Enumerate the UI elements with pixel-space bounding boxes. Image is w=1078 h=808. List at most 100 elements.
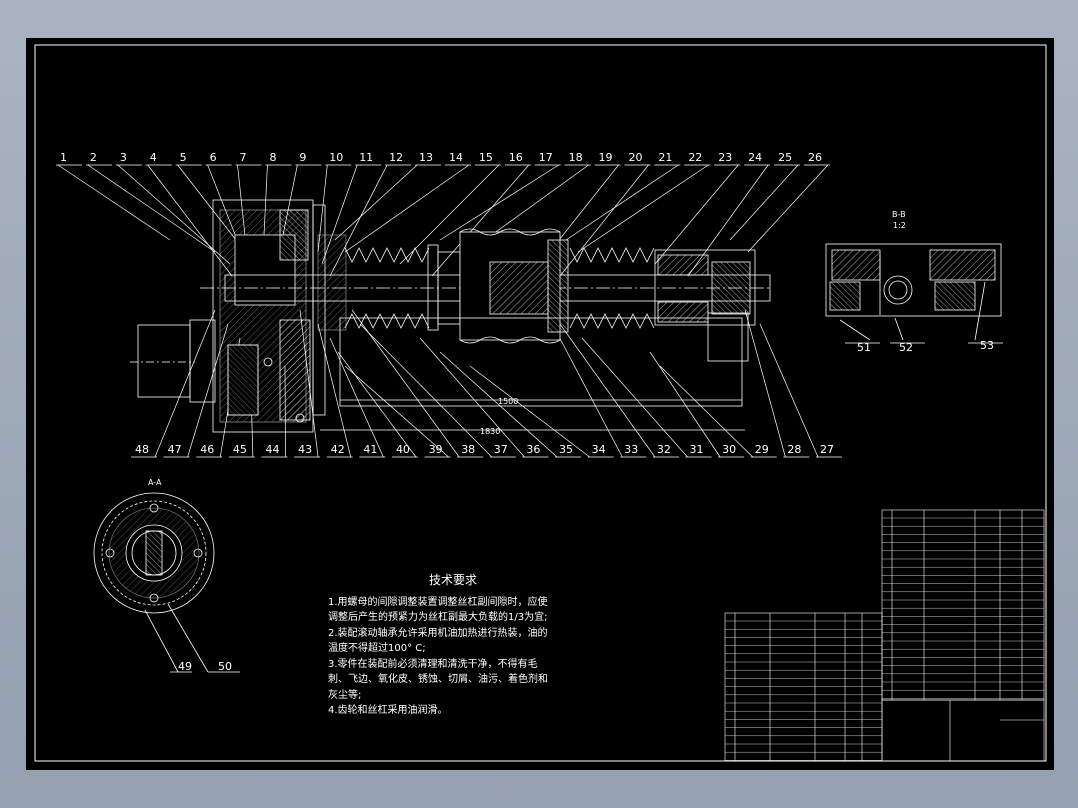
part-label-29: 29 bbox=[755, 443, 769, 456]
tech-item: 刺、飞边、氧化皮、锈蚀、切屑、油污、着色剂和 bbox=[328, 674, 548, 685]
part-label-39: 39 bbox=[429, 443, 443, 456]
leader-line bbox=[317, 323, 352, 458]
leader-line bbox=[337, 351, 417, 458]
part-label-40: 40 bbox=[396, 443, 410, 456]
part-label-30: 30 bbox=[722, 443, 736, 456]
part-label-8: 8 bbox=[269, 151, 276, 164]
part-label-31: 31 bbox=[690, 443, 704, 456]
leader-line bbox=[344, 365, 449, 458]
leader-line bbox=[419, 337, 525, 458]
part-label-7: 7 bbox=[240, 151, 247, 164]
leader-line bbox=[359, 323, 493, 458]
tech-item: 温度不得超过100° C; bbox=[328, 643, 426, 654]
part-label-20: 20 bbox=[628, 151, 642, 164]
leader-line bbox=[147, 164, 233, 277]
tech-item: 1.用螺母的间隙调整装置调整丝杠副间隙时，应使 bbox=[328, 596, 548, 608]
leader-line bbox=[87, 164, 216, 253]
leader-line bbox=[57, 164, 171, 241]
part-label-18: 18 bbox=[569, 151, 583, 164]
leader-line bbox=[469, 365, 590, 458]
leader-line bbox=[439, 351, 558, 458]
leader-line bbox=[154, 309, 216, 458]
part-label-24: 24 bbox=[748, 151, 762, 164]
drawing-frame bbox=[34, 44, 1047, 762]
part-label-28: 28 bbox=[787, 443, 801, 456]
part-label-46: 46 bbox=[200, 443, 214, 456]
part-label-25: 25 bbox=[778, 151, 792, 164]
part-label-51: 51 bbox=[857, 341, 871, 354]
part-label-15: 15 bbox=[479, 151, 493, 164]
part-label-52: 52 bbox=[899, 341, 913, 354]
leader-line bbox=[344, 164, 470, 253]
leader-line bbox=[659, 365, 754, 458]
part-label-11: 11 bbox=[359, 151, 373, 164]
part-label-14: 14 bbox=[449, 151, 463, 164]
part-label-53: 53 bbox=[980, 339, 994, 352]
tech-item: 调整后产生的预紧力为丝杠副最大负载的1/3为宜; bbox=[328, 612, 548, 623]
part-label-3: 3 bbox=[120, 151, 127, 164]
leader-line bbox=[747, 164, 829, 253]
part-label-9: 9 bbox=[299, 151, 306, 164]
part-label-32: 32 bbox=[657, 443, 671, 456]
part-label-34: 34 bbox=[592, 443, 606, 456]
part-label-42: 42 bbox=[331, 443, 345, 456]
leader-line bbox=[334, 164, 418, 241]
part-label-37: 37 bbox=[494, 443, 508, 456]
part-label-44: 44 bbox=[265, 443, 279, 456]
part-label-50: 50 bbox=[218, 660, 232, 673]
tech-item: 2.装配滚动轴承允许采用机油加热进行热装，油的 bbox=[328, 627, 548, 639]
technical-requirements: 技术要求 1.用螺母的间隙调整装置调整丝杠副间隙时，应使 调整后产生的预紧力为丝… bbox=[328, 573, 588, 719]
part-label-16: 16 bbox=[509, 151, 523, 164]
leader-line bbox=[759, 323, 819, 458]
parts-list-rows bbox=[725, 517, 1044, 761]
drawing-sheet bbox=[26, 38, 1054, 770]
leader-line bbox=[559, 323, 656, 458]
part-label-5: 5 bbox=[180, 151, 187, 164]
leader-line bbox=[351, 309, 460, 458]
leader-line bbox=[117, 164, 231, 265]
part-label-41: 41 bbox=[363, 443, 377, 456]
part-label-6: 6 bbox=[210, 151, 217, 164]
tech-item: 4.齿轮和丝杠采用油润滑。 bbox=[328, 705, 448, 716]
leader-line bbox=[744, 309, 786, 458]
part-label-38: 38 bbox=[461, 443, 475, 456]
tech-item: 灰尘等; bbox=[328, 689, 362, 701]
leader-line bbox=[439, 164, 559, 241]
leader-line bbox=[654, 164, 739, 265]
part-label-2: 2 bbox=[90, 151, 97, 164]
part-label-10: 10 bbox=[329, 151, 343, 164]
part-label-19: 19 bbox=[599, 151, 613, 164]
part-label-1: 1 bbox=[60, 151, 67, 164]
leader-line bbox=[329, 337, 384, 458]
tech-item: 3.零件在装配前必须清理和清洗干净，不得有毛 bbox=[328, 658, 538, 670]
part-label-13: 13 bbox=[419, 151, 433, 164]
leader-line bbox=[577, 164, 709, 253]
part-label-23: 23 bbox=[718, 151, 732, 164]
section-aa-title: A-A bbox=[148, 478, 162, 487]
parts-list-table bbox=[724, 509, 1045, 762]
part-label-12: 12 bbox=[389, 151, 403, 164]
section-aa-view bbox=[93, 492, 240, 673]
leader-line bbox=[649, 351, 721, 458]
section-bb-title: B-B bbox=[892, 210, 906, 219]
part-label-21: 21 bbox=[658, 151, 672, 164]
section-bb-view bbox=[825, 243, 1003, 344]
part-label-33: 33 bbox=[624, 443, 638, 456]
part-label-48: 48 bbox=[135, 443, 149, 456]
leader-line bbox=[399, 164, 500, 265]
tech-title: 技术要求 bbox=[428, 573, 477, 587]
part-label-27: 27 bbox=[820, 443, 834, 456]
part-label-35: 35 bbox=[559, 443, 573, 456]
leader-line bbox=[559, 164, 649, 277]
part-label-43: 43 bbox=[298, 443, 312, 456]
part-label-4: 4 bbox=[150, 151, 157, 164]
main-assembly-view bbox=[130, 199, 771, 433]
part-label-49: 49 bbox=[178, 660, 192, 673]
part-label-45: 45 bbox=[233, 443, 247, 456]
leader-line bbox=[581, 337, 688, 458]
leader-line bbox=[565, 164, 679, 241]
part-label-22: 22 bbox=[688, 151, 702, 164]
